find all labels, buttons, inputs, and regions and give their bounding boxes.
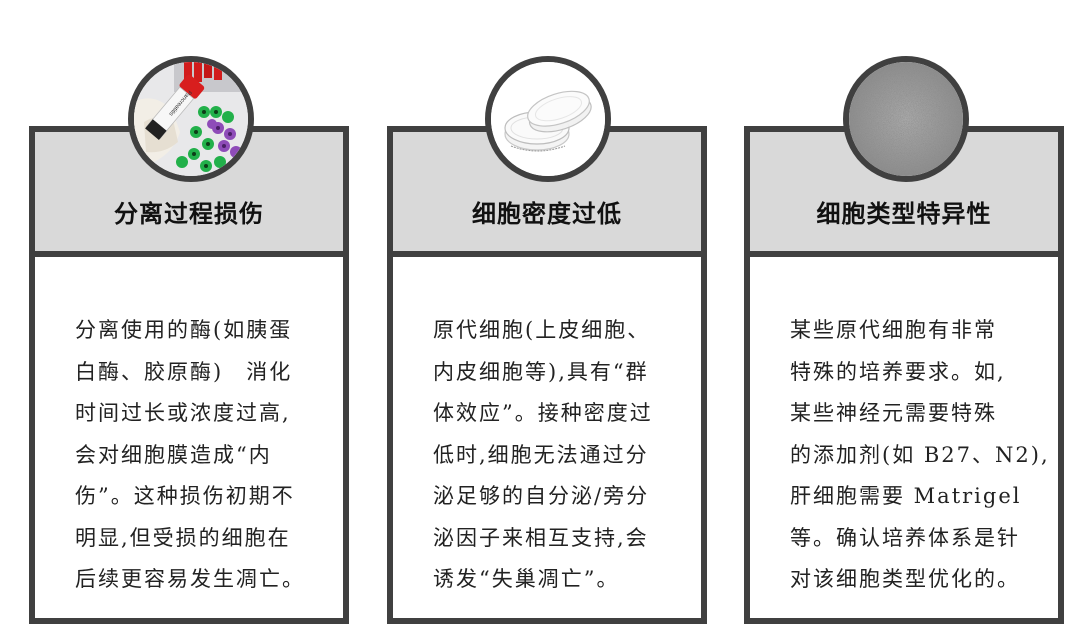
petri-dish-icon: [491, 62, 605, 176]
body-line: 特殊的培养要求。如,: [790, 359, 1006, 384]
body-line: 的添加剂(如 B27、N2),: [790, 442, 1050, 467]
body-line: 白酶、胶原酶) 消化: [75, 359, 293, 384]
card-body: 某些原代细胞有非常 特殊的培养要求。如, 某些神经元需要特殊 的添加剂(如 B2…: [790, 310, 1050, 601]
body-line: 原代细胞(上皮细胞、: [433, 318, 651, 342]
test-tubes-icon: Pancreatitis: [134, 62, 248, 176]
cell-texture-icon: [849, 62, 963, 176]
body-line: 肝细胞需要 Matrigel: [790, 484, 1022, 508]
body-line: 伤”。这种损伤初期不: [75, 484, 295, 508]
card-title: 分离过程损伤: [114, 200, 264, 228]
card-title: 细胞类型特异性: [816, 200, 992, 228]
card-cell-type-specificity: 细胞类型特异性 某些原代细胞有非常 特殊的培养要求。如, 某些神经元需要特殊 的…: [744, 126, 1064, 624]
body-line: 等。确认培养体系是针: [790, 525, 1020, 550]
body-line: 某些神经元需要特殊: [790, 401, 997, 425]
card-title: 细胞密度过低: [472, 200, 622, 228]
body-line: 时间过长或浓度过高,: [75, 401, 291, 425]
petri-dish-image: [485, 56, 611, 182]
body-line: 低时,细胞无法通过分: [433, 442, 649, 467]
card-body: 分离使用的酶(如胰蛋 白酶、胶原酶) 消化 时间过长或浓度过高, 会对细胞膜造成…: [75, 310, 313, 601]
body-line: 某些原代细胞有非常: [790, 318, 997, 342]
body-line: 后续更容易发生凋亡。: [75, 567, 305, 591]
cell-microscopy-image: [843, 56, 969, 182]
body-line: 泌足够的自分泌/旁分: [433, 484, 650, 508]
body-line: 会对细胞膜造成“内: [75, 442, 272, 467]
card-low-cell-density: 细胞密度过低 原代细胞(上皮细胞、 内皮细胞等),具有“群 体效应”。接种密度过…: [387, 126, 707, 624]
card-body: 原代细胞(上皮细胞、 内皮细胞等),具有“群 体效应”。接种密度过 低时,细胞无…: [433, 310, 671, 601]
body-line: 明显,但受损的细胞在: [75, 525, 291, 550]
body-line: 分离使用的酶(如胰蛋: [75, 318, 293, 342]
body-line: 体效应”。接种密度过: [433, 401, 653, 425]
body-line: 对该细胞类型优化的。: [790, 567, 1020, 591]
body-line: 内皮细胞等),具有“群: [433, 359, 649, 384]
body-line: 诱发“失巢凋亡”。: [433, 567, 620, 591]
pancreatitis-tubes-image: Pancreatitis: [128, 56, 254, 182]
body-line: 泌因子来相互支持,会: [433, 525, 649, 550]
card-isolation-damage: 分离过程损伤 分离使用的酶(如胰蛋 白酶、胶原酶) 消化 时间过长或浓度过高, …: [29, 126, 349, 624]
